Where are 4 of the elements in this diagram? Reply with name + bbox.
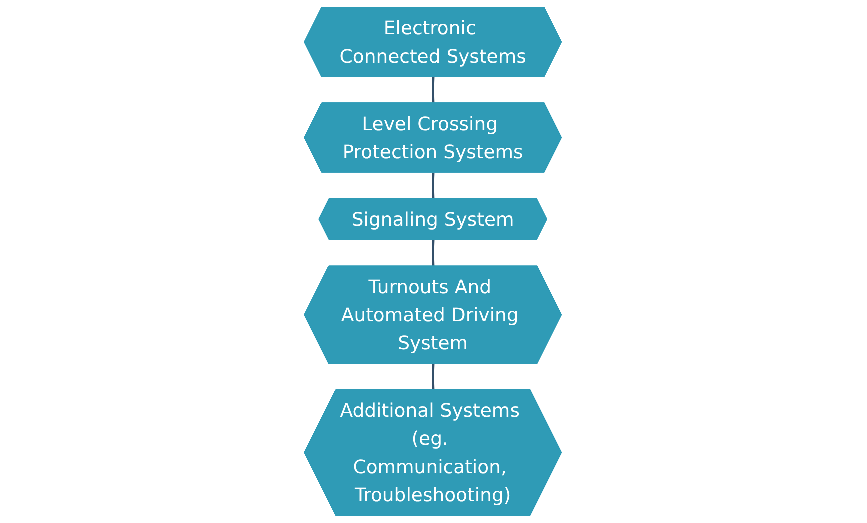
connector	[432, 240, 436, 267]
connector	[432, 172, 436, 200]
connector	[432, 364, 436, 390]
connector	[432, 77, 436, 104]
